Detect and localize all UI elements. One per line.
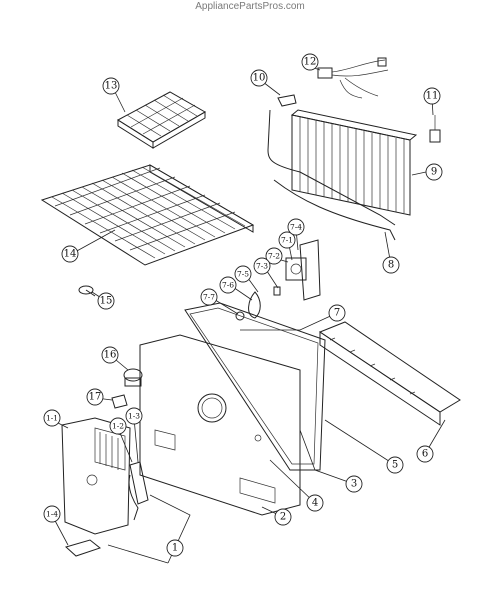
callout-1: 1 bbox=[166, 539, 184, 557]
callout-label-1-1: 1-1 bbox=[46, 414, 58, 423]
callout-9: 9 bbox=[425, 163, 443, 181]
callout-label-6: 6 bbox=[422, 449, 428, 460]
callout-label-4: 4 bbox=[312, 498, 318, 509]
callout-7-5: 7-5 bbox=[234, 265, 252, 283]
callout-label-16: 16 bbox=[104, 350, 117, 361]
callout-label-7: 7 bbox=[334, 308, 340, 319]
callout-label-14: 14 bbox=[64, 249, 77, 260]
callout-16: 16 bbox=[101, 346, 119, 364]
callout-label-15: 15 bbox=[100, 296, 113, 307]
control-housing bbox=[61, 417, 149, 557]
callout-7-6: 7-6 bbox=[219, 276, 237, 294]
callout-label-1-2: 1-2 bbox=[112, 422, 124, 431]
callout-label-7-6: 7-6 bbox=[222, 281, 234, 290]
wire-harness bbox=[317, 57, 389, 99]
evaporator-coil bbox=[267, 109, 418, 241]
callout-6: 6 bbox=[416, 445, 434, 463]
callout-label-9: 9 bbox=[431, 167, 437, 178]
callout-1-1: 1-1 bbox=[43, 409, 61, 427]
callout-label-2: 2 bbox=[280, 512, 286, 523]
callout-8: 8 bbox=[382, 256, 400, 274]
callout-label-12: 12 bbox=[304, 57, 317, 68]
callout-label-17: 17 bbox=[89, 392, 102, 403]
callout-7: 7 bbox=[328, 304, 346, 322]
sensor-part bbox=[429, 115, 441, 143]
rail-bracket bbox=[318, 321, 461, 426]
rear-panel bbox=[139, 334, 301, 516]
callout-label-7-7: 7-7 bbox=[203, 293, 215, 302]
callout-label-1-3: 1-3 bbox=[128, 412, 140, 421]
callout-1-2: 1-2 bbox=[109, 417, 127, 435]
callout-3: 3 bbox=[345, 475, 363, 493]
callout-11: 11 bbox=[423, 87, 441, 105]
callout-14: 14 bbox=[61, 245, 79, 263]
callout-7-4: 7-4 bbox=[287, 218, 305, 236]
callout-5: 5 bbox=[386, 456, 404, 474]
callout-label-13: 13 bbox=[105, 81, 118, 92]
callout-label-1: 1 bbox=[172, 543, 178, 554]
callout-12: 12 bbox=[301, 53, 319, 71]
callout-10: 10 bbox=[250, 69, 268, 87]
callout-label-10: 10 bbox=[253, 73, 266, 84]
callout-label-7-4: 7-4 bbox=[290, 223, 302, 232]
callout-label-7-1: 7-1 bbox=[281, 236, 293, 245]
callout-7-1: 7-1 bbox=[278, 231, 296, 249]
callout-7-7: 7-7 bbox=[200, 288, 218, 306]
control-knob bbox=[123, 368, 143, 387]
small-knob bbox=[78, 285, 96, 297]
callout-label-7-3: 7-3 bbox=[256, 262, 268, 271]
watermark: AppliancePartsPros.com bbox=[195, 1, 305, 12]
pad-part bbox=[111, 394, 128, 409]
callout-label-3: 3 bbox=[351, 479, 357, 490]
ice-tray bbox=[117, 91, 207, 149]
callout-label-8: 8 bbox=[388, 260, 394, 271]
callout-1-4: 1-4 bbox=[43, 505, 61, 523]
callout-7-2: 7-2 bbox=[265, 247, 283, 265]
callout-2: 2 bbox=[274, 508, 292, 526]
callout-13: 13 bbox=[102, 77, 120, 95]
callout-label-7-2: 7-2 bbox=[268, 252, 280, 261]
callout-label-11: 11 bbox=[426, 91, 439, 102]
clip-part bbox=[277, 94, 297, 107]
callout-15: 15 bbox=[97, 292, 115, 310]
gasket-frame bbox=[184, 302, 326, 471]
callout-1-3: 1-3 bbox=[125, 407, 143, 425]
callout-4: 4 bbox=[306, 494, 324, 512]
callout-7-3: 7-3 bbox=[253, 257, 271, 275]
callout-label-5: 5 bbox=[392, 460, 398, 471]
wire-shelf bbox=[40, 164, 255, 266]
callout-17: 17 bbox=[86, 388, 104, 406]
callout-label-1-4: 1-4 bbox=[46, 510, 58, 519]
callout-label-7-5: 7-5 bbox=[237, 270, 249, 279]
